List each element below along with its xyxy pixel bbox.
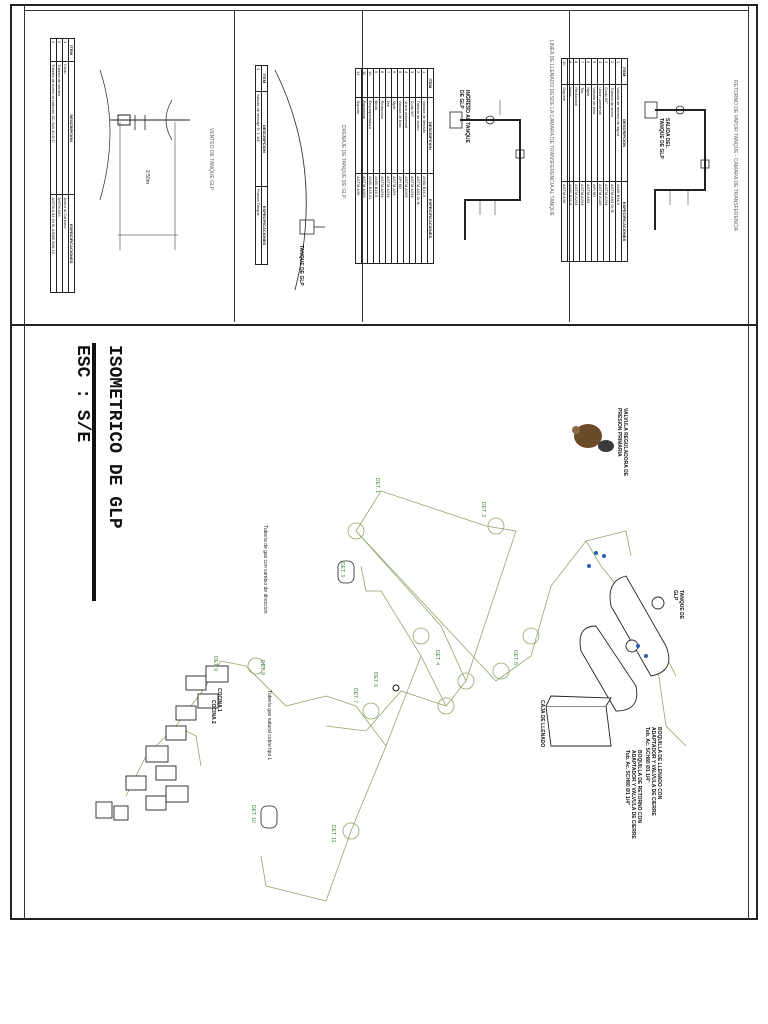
drain-tank-label: TANQUE DE GLP	[298, 245, 304, 286]
det-label: DET. 7	[352, 688, 358, 704]
return-outlet-label: SALIDA DEL TANQUE DE GLP	[658, 118, 670, 159]
cocina-label: COCINA 2	[210, 700, 216, 724]
fill-caption: LINEA DE LLENADO DESDE LA CAMARA DE TRAN…	[548, 40, 554, 216]
fill-box	[545, 695, 612, 747]
vent-dimension: 2.50m	[144, 170, 150, 184]
detail-panels	[24, 10, 748, 322]
pipe-note: Tuberia gas natural cobre tipo L	[266, 690, 272, 761]
title-underline	[92, 343, 96, 601]
isometric-drawing	[95, 424, 687, 902]
section-divider	[10, 324, 758, 326]
margin-line-right	[748, 4, 749, 920]
table-header: ITEM	[261, 65, 268, 92]
det-label: DET. 6	[372, 672, 378, 688]
vent-drawing	[99, 69, 190, 250]
table-header: DESCRIPCION	[261, 91, 268, 187]
drain-drawing	[274, 69, 325, 291]
table-header: DESCRIPCION	[427, 97, 434, 174]
margin-line	[24, 4, 25, 920]
det-label: DET. 5	[512, 650, 518, 666]
table-header: ESPECIFICACIONES	[621, 181, 628, 262]
det-label: DET. 10	[250, 805, 256, 823]
table-header: ESPECIFICACIONES	[261, 186, 268, 265]
tank-label: TANQUE DE GLP	[672, 590, 684, 620]
fill-box-label: CAJA DE LLENADO	[539, 700, 545, 748]
return-drawing	[644, 101, 710, 230]
table-header: ESPECIFICACIONES	[427, 173, 434, 264]
det-label: DET. 11	[330, 825, 336, 843]
vent-caption: VENTEO DE TANQUE GLP	[208, 128, 214, 191]
regulator-label: VALVULA REGULADORA DE PRESION PRIMARIA	[616, 408, 628, 477]
glp-tanks	[579, 575, 670, 712]
return-note: BOQUILLA DE RETORNO CON ADAPTADOR Y VALV…	[624, 750, 642, 839]
fill-note: BOQUILLA DE LLENADO CON ADAPTADOR Y VALV…	[644, 727, 662, 816]
pipe-note: Tuberia de gas con cambio de direccion	[262, 525, 268, 614]
kitchen-equipment	[95, 665, 229, 821]
det-label: DET. 9	[212, 656, 218, 672]
table-header: ITEM	[621, 58, 628, 85]
det-label: DET. 8	[259, 660, 265, 676]
table-header: DESCRIPCION	[621, 84, 628, 182]
table-header: ITEM	[427, 68, 434, 98]
table-header: ESPECIFICACIONES	[68, 194, 75, 293]
table-header: ITEM	[68, 38, 75, 62]
det-label: DET. 2	[480, 502, 486, 518]
cocina-label: COCINA 1	[216, 688, 222, 712]
det-label: DET. 3	[339, 562, 345, 578]
regulator-icon	[572, 424, 614, 452]
table-header: DESCRIPCION	[68, 61, 75, 195]
fill-inlet-label: INGRESO AL TANQUE DE GLP	[458, 90, 470, 143]
fill-drawing	[449, 95, 525, 240]
det-label: DET. 1	[374, 478, 380, 494]
drawing-frame	[10, 4, 758, 920]
return-caption: RETORNO DE VAPOR TANQUE - CAMARA DE TRAN…	[732, 80, 738, 231]
drain-caption: DRENAJE DE TANQUE DE GLP	[340, 125, 346, 199]
det-label: DET. 4	[434, 650, 440, 666]
